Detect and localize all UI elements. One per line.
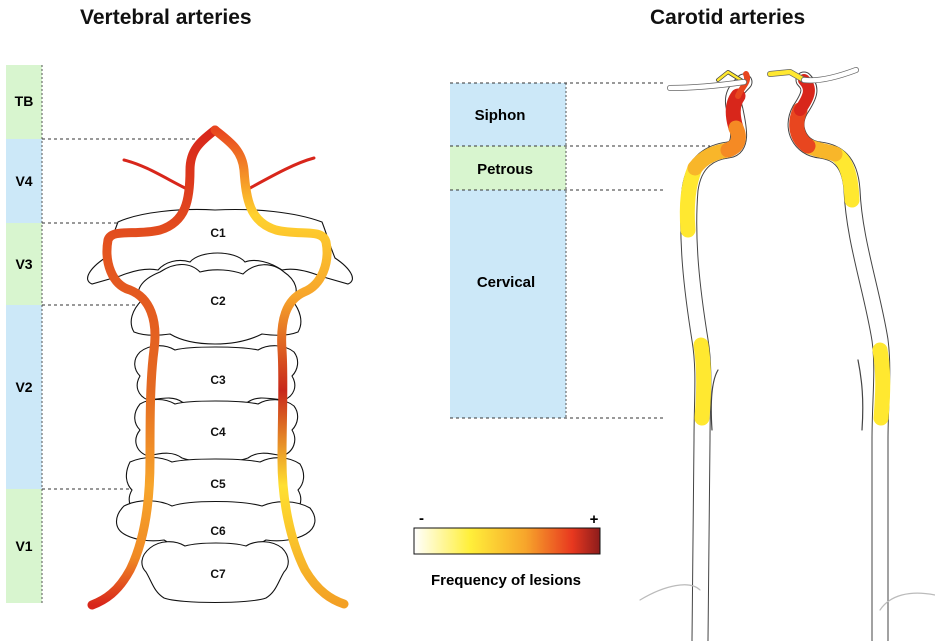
vertebra-c7: [141, 541, 289, 604]
segment-label-v2: V2: [15, 379, 32, 395]
vertebra-label-c7: C7: [210, 567, 226, 581]
legend-minus: -: [419, 510, 424, 527]
carotid-arteries: [639, 67, 935, 641]
right-pica-branch: [248, 156, 316, 190]
vertebra-label-c5: C5: [210, 477, 226, 491]
legend-plus: +: [590, 511, 599, 528]
left-carotid-artery: [667, 70, 753, 641]
carotid-segment-column: Siphon Petrous Cervical: [450, 82, 710, 419]
segment-v2-box: [6, 305, 42, 489]
segment-label-siphon: Siphon: [475, 107, 526, 124]
segment-v4-box: [6, 139, 42, 223]
right-lower-branch: [879, 592, 935, 611]
vertebral-arteries: [87, 60, 349, 610]
right-vertebral-artery: [210, 125, 349, 609]
segment-siphon-box: [450, 83, 566, 146]
cervical-spine: [87, 208, 353, 604]
segment-label-v3: V3: [15, 256, 32, 272]
vertebra-label-c2: C2: [210, 294, 226, 308]
vertebral-title: Vertebral arteries: [80, 6, 252, 29]
vertebra-label-c3: C3: [210, 373, 226, 387]
segment-v1-box: [6, 489, 42, 603]
vertebra-label-c6: C6: [210, 524, 226, 538]
left-vertebral-artery: [87, 125, 220, 610]
segment-label-cervical: Cervical: [477, 274, 535, 291]
vertebral-segment-column: TB V4 V3 V2 V1: [6, 65, 210, 603]
legend-color-bar: [413, 527, 601, 555]
right-carotid-artery: [767, 67, 891, 641]
carotid-title: Carotid arteries: [650, 6, 806, 29]
left-lower-branch: [639, 584, 701, 601]
vertebra-label-c1: C1: [210, 226, 226, 240]
segment-label-tb: TB: [15, 93, 34, 109]
legend: - + Frequency of lesions: [413, 510, 601, 589]
vertebra-label-c4: C4: [210, 425, 226, 439]
segment-label-v1: V1: [15, 538, 32, 554]
segment-v3-box: [6, 223, 42, 305]
segment-label-v4: V4: [15, 173, 32, 189]
segment-tb-box: [6, 65, 42, 139]
left-pica-branch: [122, 158, 187, 190]
segment-label-petrous: Petrous: [477, 161, 533, 178]
legend-label: Frequency of lesions: [431, 572, 581, 589]
segment-petrous-box: [450, 146, 566, 190]
segment-cervical-box: [450, 190, 566, 418]
